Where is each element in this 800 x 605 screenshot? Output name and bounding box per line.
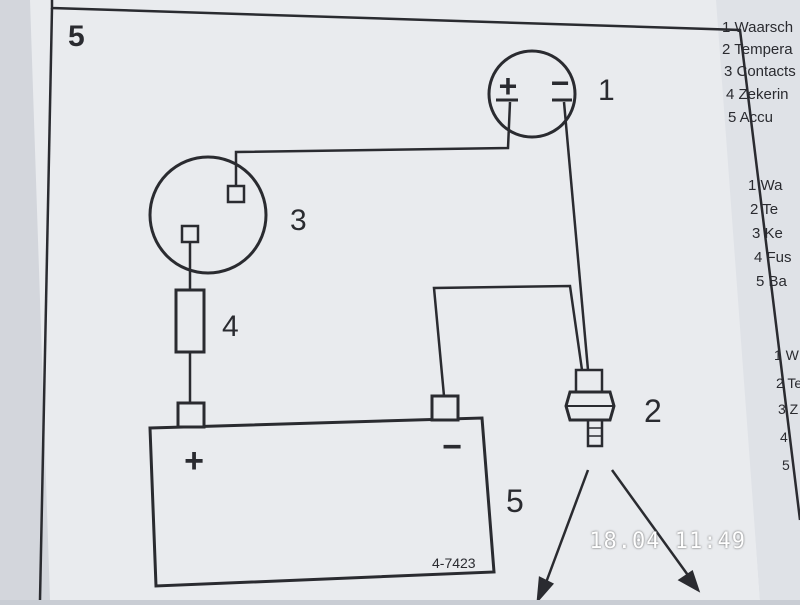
battery-plus-sign: +	[184, 442, 204, 480]
legend-3-line-3: 3 Z	[778, 401, 799, 417]
paper-sheet	[30, 0, 760, 600]
gauge: + −	[487, 49, 577, 139]
figure-frame-left	[38, 7, 54, 601]
sender-arrows	[536, 469, 701, 604]
wiring	[188, 101, 590, 403]
figure-number: 5	[68, 20, 85, 53]
camera-timestamp: 18.04 11:49	[589, 529, 746, 554]
battery-code: 4-7423	[432, 555, 476, 571]
battery-label: 5	[506, 483, 524, 519]
legend-1-line-4: 4 Zekerin	[726, 86, 789, 103]
legend-2-line-4: 4 Fus	[754, 249, 792, 266]
legend-2-line-3: 3 Ke	[752, 225, 783, 242]
legend-3-line-5: 5	[782, 457, 790, 473]
legend-1-line-3: 3 Contacts	[724, 63, 796, 80]
switch-label: 3	[290, 204, 307, 237]
legend-1-line-1: 1 Waarsch	[722, 19, 793, 36]
battery-minus-sign: −	[442, 428, 462, 466]
legend-2-line-1: 1 Wa	[748, 177, 783, 194]
ignition-switch	[148, 155, 268, 275]
side-sheet	[716, 0, 800, 600]
legend-1-line-2: 2 Tempera	[722, 41, 793, 58]
temperature-sender	[564, 368, 616, 448]
wire-ground	[432, 284, 584, 397]
side-legend: 1 Waarsch 2 Tempera 3 Contacts 4 Zekerin…	[722, 19, 800, 473]
gauge-minus-sign: −	[551, 65, 570, 101]
wire-gauge-to-sender	[562, 101, 590, 371]
legend-3-line-1: 1 W	[774, 347, 800, 363]
fuse-label: 4	[222, 310, 239, 343]
legend-2-line-2: 2 Te	[750, 201, 778, 218]
legend-2-line-5: 5 Ba	[756, 273, 788, 290]
legend-1-line-5: 5 Accu	[728, 109, 773, 126]
legend-3-line-2: 2 Te	[776, 375, 800, 391]
legend-3-line-4: 4	[780, 429, 788, 445]
wire-gauge-to-switch	[234, 101, 512, 186]
sender-label: 2	[644, 393, 662, 429]
gauge-label: 1	[598, 74, 615, 107]
figure-frame	[50, 0, 800, 521]
gauge-plus-sign: +	[499, 68, 518, 104]
battery: + − 4-7423	[148, 394, 496, 588]
